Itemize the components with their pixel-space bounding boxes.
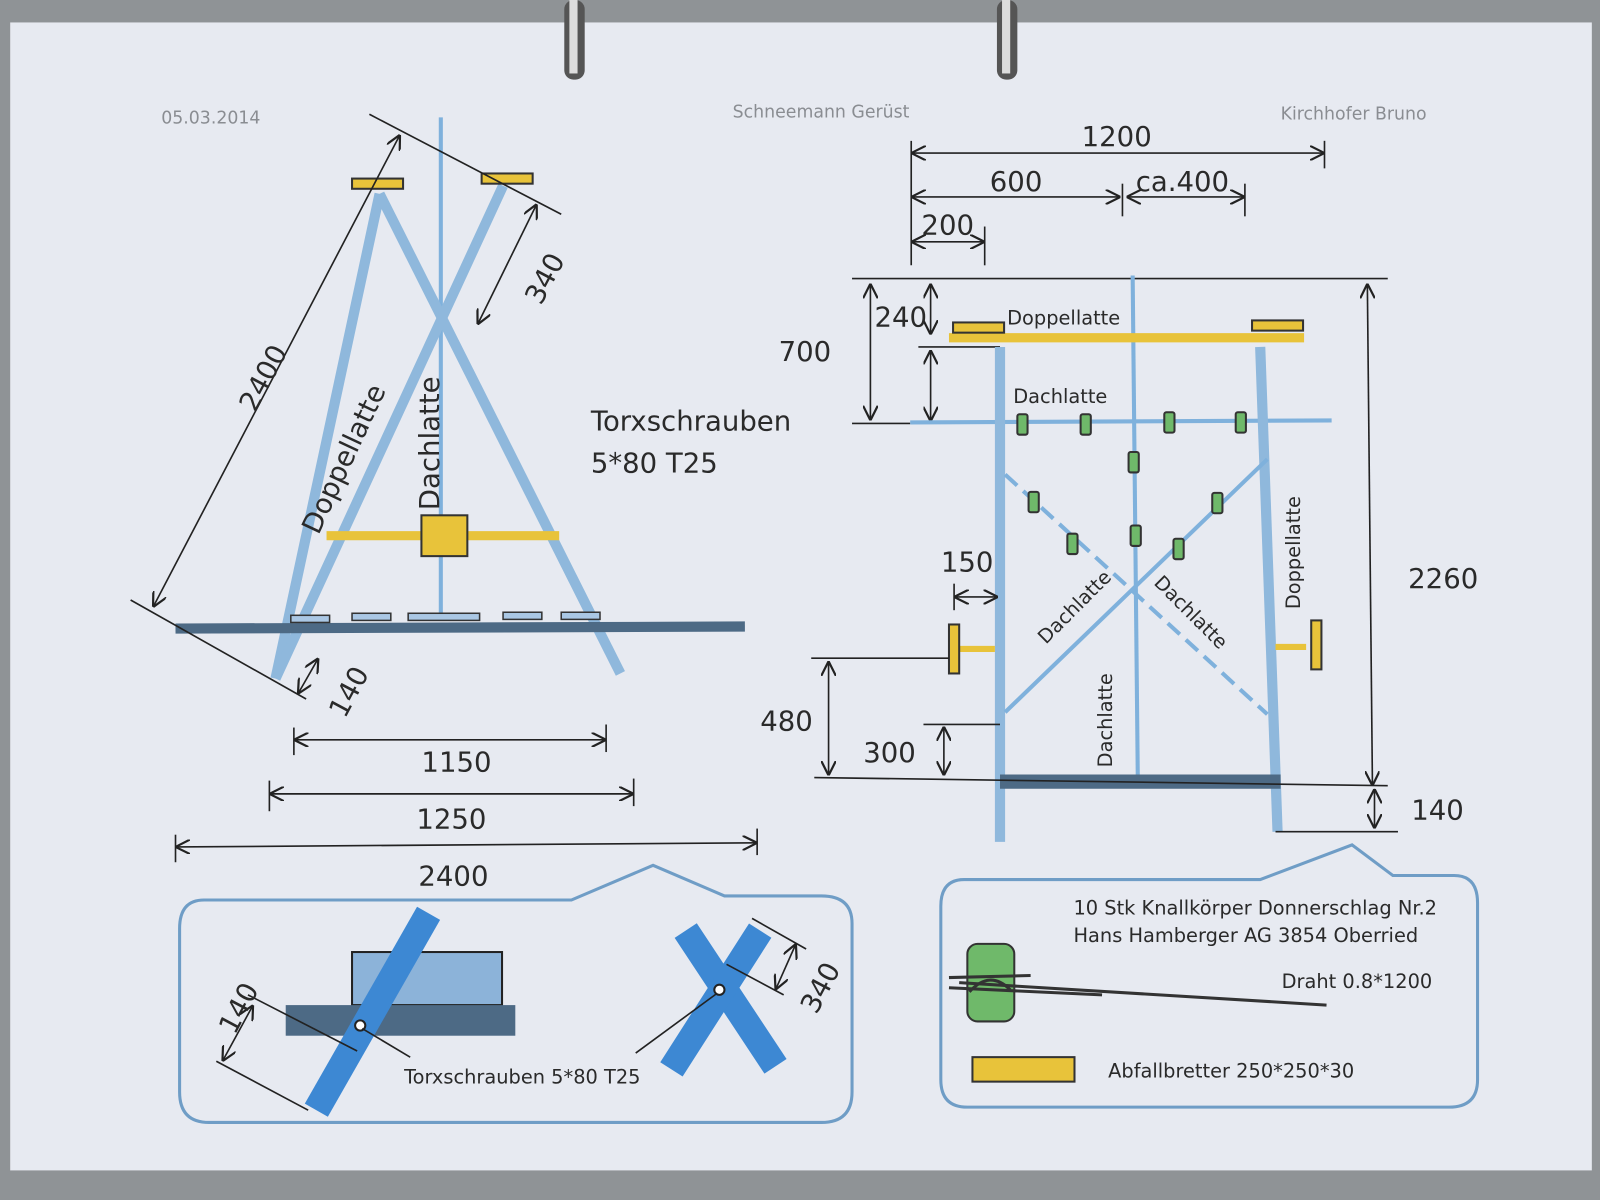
dim-2260: 2260 [1408, 563, 1478, 595]
date: 05.03.2014 [161, 108, 260, 128]
label-doppellatte-top: Doppellatte [1007, 306, 1120, 329]
right-leg-cross [375, 191, 625, 676]
legend-boards: Abfallbretter 250*250*30 [1108, 1060, 1354, 1083]
wire-icon [948, 973, 1327, 1007]
dim-240: 240 [874, 302, 927, 334]
legend-box: 10 Stk Knallkörper Donnerschlag Nr.2 Han… [939, 843, 1480, 1109]
dim-700: 700 [779, 336, 832, 368]
ground-beam [175, 621, 745, 634]
dim-2400: 2400 [418, 861, 488, 893]
dim-ca400: ca.400 [1136, 166, 1229, 198]
dim-1200: 1200 [1082, 121, 1152, 153]
author: Kirchhofer Bruno [1281, 104, 1427, 124]
dim-150: 150 [941, 546, 994, 578]
legend-line2: Hans Hamberger AG 3854 Oberried [1073, 924, 1418, 947]
label-dachlatte: Dachlatte [414, 376, 446, 510]
label-dachlatte-top: Dachlatte [1013, 385, 1107, 408]
dim-140-right: 140 [1411, 794, 1464, 826]
dim-200: 200 [921, 210, 974, 242]
left-view: 2400 340 140 Doppellatte Dachlatte Torxs… [130, 113, 791, 893]
screws-line2: 5*80 T25 [591, 447, 718, 479]
binder-rings [564, 0, 1018, 80]
dim-1250: 1250 [416, 804, 486, 836]
legend-wire: Draht 0.8*1200 [1282, 970, 1433, 993]
dim-1150: 1150 [421, 746, 491, 778]
legend-line1: 10 Stk Knallkörper Donnerschlag Nr.2 [1073, 896, 1437, 919]
title: Schneemann Gerüst [733, 102, 910, 122]
label-doppellatte-right: Doppellatte [1282, 496, 1305, 609]
firecracker-block [420, 514, 469, 558]
label-dachlatte-center: Dachlatte [1094, 673, 1117, 767]
dim-300: 300 [863, 737, 916, 769]
cap-right [480, 172, 534, 185]
dim-480: 480 [760, 706, 813, 738]
detail-screws: Torxschrauben 5*80 T25 [403, 1066, 640, 1089]
board-icon [971, 1056, 1076, 1083]
dim-600: 600 [990, 166, 1043, 198]
cap-left [351, 177, 405, 190]
screws-line1: Torxschrauben [590, 406, 791, 438]
